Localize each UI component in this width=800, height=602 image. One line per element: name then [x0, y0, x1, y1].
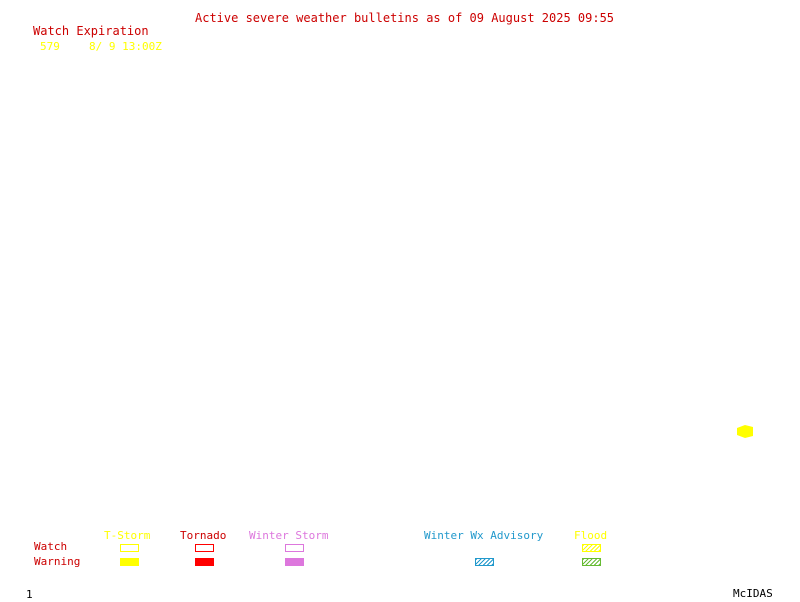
legend-label-winter-wx-advisory: Winter Wx Advisory [424, 529, 544, 542]
mcidas-brand-label: McIDAS [733, 587, 773, 600]
legend-label-tstorm: T-Storm [104, 529, 151, 542]
legend-label-flood: Flood [574, 529, 608, 542]
legend-label-winter-storm: Winter Storm [249, 529, 329, 542]
winter-storm-warning-swatch [285, 558, 304, 566]
flood-watch-swatch [582, 544, 601, 552]
frame-number: 1 [26, 588, 33, 601]
winter-storm-watch-swatch [285, 544, 304, 552]
tornado-warning-swatch [195, 558, 214, 566]
watch-number: 579 [40, 40, 60, 53]
watch-expiration-time: 8/ 9 13:00Z [89, 40, 162, 53]
tstorm-warning-swatch [120, 558, 139, 566]
legend-row-watch: Watch [34, 540, 68, 553]
tornado-watch-swatch [195, 544, 214, 552]
legend-row-warning: Warning [34, 555, 81, 568]
winter-wx-advisory-warning-swatch [475, 558, 494, 566]
tstorm-watch-swatch [120, 544, 139, 552]
legend-label-tornado: Tornado [180, 529, 227, 542]
page-title: Active severe weather bulletins as of 09… [195, 11, 615, 25]
watch-expiration-header: Watch Expiration [33, 24, 149, 38]
flood-warning-swatch [582, 558, 601, 566]
watch-area-polygon [737, 425, 753, 438]
